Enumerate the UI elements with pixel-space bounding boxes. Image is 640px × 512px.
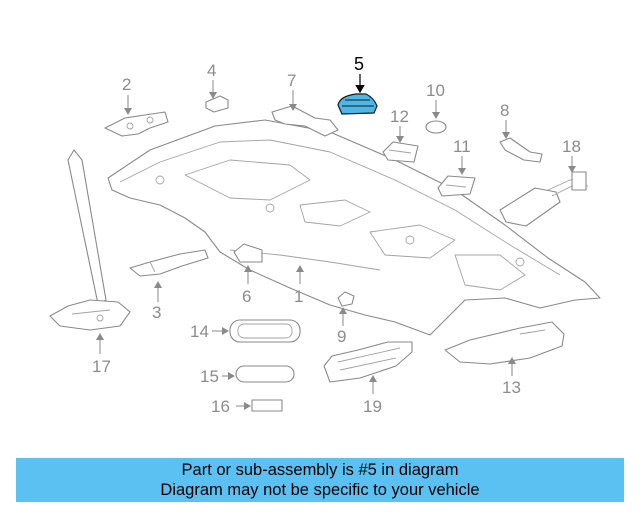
- callout-labels: 1 2 3 4 5 6 7 8 9 10 11 12 13 14 15 16 1…: [92, 54, 581, 416]
- callout-17: 17: [92, 357, 111, 376]
- cap-part-10[interactable]: [425, 120, 447, 134]
- clip-part-9[interactable]: [337, 291, 355, 307]
- callout-16: 16: [211, 397, 230, 416]
- lamp-part-19[interactable]: [323, 341, 413, 383]
- info-banner: Part or sub-assembly is #5 in diagram Di…: [16, 458, 624, 502]
- callout-8: 8: [500, 101, 509, 120]
- callout-10: 10: [426, 81, 445, 100]
- strap-part-17[interactable]: [49, 149, 131, 331]
- callout-15: 15: [200, 367, 219, 386]
- callout-18: 18: [562, 137, 581, 156]
- headliner-part-1[interactable]: [107, 119, 601, 336]
- callout-19: 19: [363, 397, 382, 416]
- callout-9: 9: [337, 327, 346, 346]
- callout-6: 6: [242, 287, 251, 306]
- bracket-part-3[interactable]: [129, 249, 209, 277]
- callout-13: 13: [502, 378, 521, 397]
- bezel-part-15[interactable]: [235, 365, 295, 383]
- callout-3: 3: [152, 303, 161, 322]
- callout-2: 2: [122, 75, 131, 94]
- lamp-part-12[interactable]: [382, 141, 419, 163]
- callout-12: 12: [390, 107, 409, 126]
- banner-line-disclaimer: Diagram may not be specific to your vehi…: [160, 481, 480, 499]
- lamp-part-14[interactable]: [229, 319, 301, 343]
- callout-1: 1: [294, 287, 303, 306]
- lamp-part-11[interactable]: [437, 175, 476, 197]
- banner-line-part-number: Part or sub-assembly is #5 in diagram: [181, 461, 459, 479]
- highlighted-part-5[interactable]: [337, 93, 378, 115]
- bracket-part-7[interactable]: [271, 105, 339, 137]
- callout-14: 14: [190, 322, 209, 341]
- clip-part-4[interactable]: [205, 95, 229, 113]
- callout-11: 11: [453, 137, 471, 156]
- trim-panel-part-13[interactable]: [444, 321, 565, 365]
- lens-part-16[interactable]: [251, 399, 283, 412]
- callout-4: 4: [207, 61, 216, 80]
- handle-part-8[interactable]: [499, 137, 543, 163]
- bracket-part-2[interactable]: [104, 111, 169, 137]
- callout-5: 5: [354, 54, 364, 74]
- pad-part-6[interactable]: [233, 243, 263, 263]
- console-part-18[interactable]: [499, 171, 588, 227]
- leader-lines: [96, 74, 576, 410]
- callout-7: 7: [287, 71, 296, 90]
